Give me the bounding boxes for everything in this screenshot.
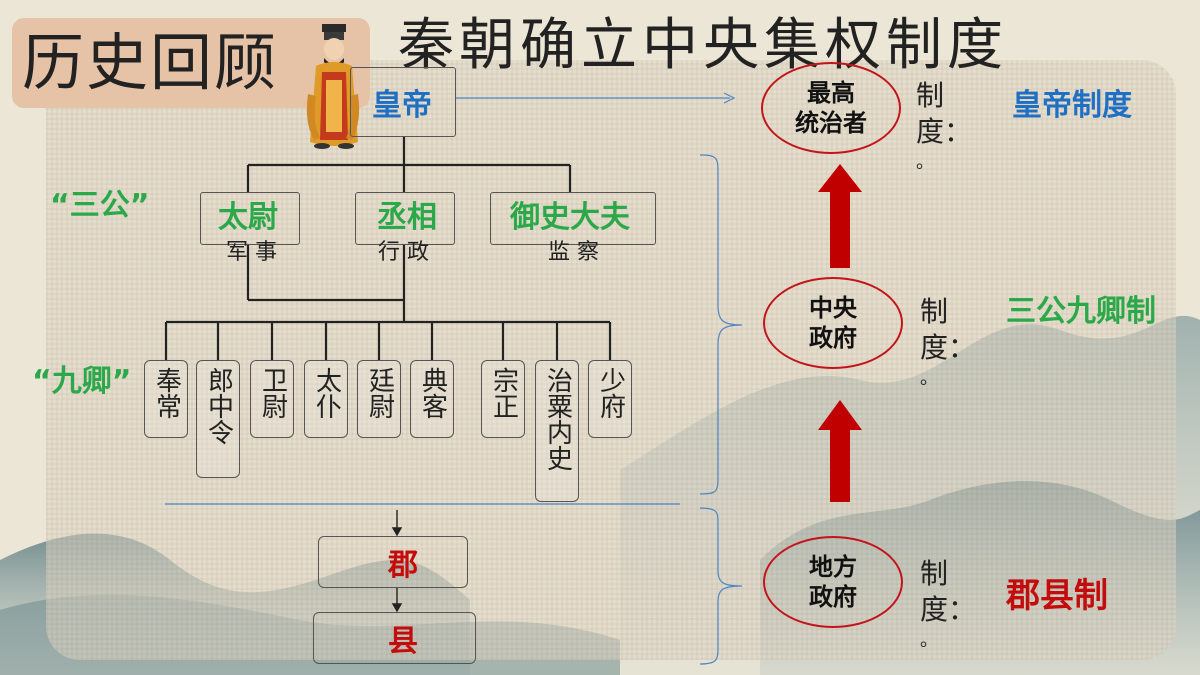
san-gong-name-yushidafu: 御史大夫 — [510, 200, 630, 235]
system-label-line: 度： — [916, 115, 973, 148]
jiu-qing-item: 卫尉 — [250, 360, 294, 438]
jiu-qing-item: 廷尉 — [357, 360, 401, 438]
system-label-line: 。 — [916, 152, 934, 173]
san-gong-duty-yushidafu: 监 察 — [548, 240, 599, 265]
system-name-emperor: 皇帝制度 — [1012, 88, 1132, 123]
system-name-sangong-jiuqing: 三公九卿制 — [1006, 294, 1156, 329]
jiu-qing-item-text: 郎中令 — [203, 367, 234, 445]
emperor-box — [350, 67, 456, 137]
jiu-qing-item: 典客 — [410, 360, 454, 438]
jiu-qing-item: 治粟内史 — [535, 360, 579, 502]
emperor-illustration-icon — [306, 24, 360, 149]
jiu-qing-item-text: 少府 — [595, 367, 626, 419]
system-label-2: 制 度： 。 — [920, 294, 976, 392]
jiu-qing-item-text: 太仆 — [311, 367, 342, 419]
system-label-line: 。 — [920, 630, 938, 651]
jiu-qing-item: 奉常 — [144, 360, 188, 438]
jiu-qing-item-text: 卫尉 — [257, 367, 288, 419]
xian-label: 县 — [388, 624, 418, 659]
section-tag-text: 历史回顾 — [22, 26, 279, 99]
jiu-qing-item: 郎中令 — [196, 360, 240, 478]
system-label-line: 制 — [920, 295, 949, 328]
circle-supreme-ruler: 最高 统治者 — [761, 62, 901, 154]
jiu-qing-item: 少府 — [588, 360, 632, 438]
page-title: 秦朝确立中央集权制度 — [398, 13, 1008, 78]
circle-supreme-ruler-text: 最高 统治者 — [795, 79, 867, 137]
jun-label: 郡 — [388, 548, 418, 583]
jiu-qing-label: “九卿” — [32, 364, 132, 399]
system-label-line: 。 — [920, 368, 938, 389]
san-gong-box-yushidafu — [490, 192, 656, 245]
circle-central-government-text: 中央 政府 — [809, 294, 857, 352]
jiu-qing-item-text: 典客 — [417, 367, 448, 419]
system-label-3: 制 度： 。 — [920, 556, 976, 654]
jiu-qing-item: 宗正 — [481, 360, 525, 438]
san-gong-name-taiwei: 太尉 — [218, 200, 278, 235]
jiu-qing-item-text: 廷尉 — [364, 367, 395, 419]
san-gong-duty-chengxiang: 行 政 — [378, 240, 429, 265]
san-gong-label: “三公” — [50, 188, 150, 223]
san-gong-name-chengxiang: 丞相 — [377, 200, 437, 235]
san-gong-box-taiwei — [200, 192, 300, 245]
jiu-qing-item-text: 奉常 — [151, 367, 182, 419]
system-name-junxian: 郡县制 — [1006, 576, 1108, 616]
jun-box — [318, 536, 468, 588]
xian-box — [313, 612, 476, 664]
emperor-label: 皇帝 — [372, 88, 432, 123]
system-label-line: 制 — [916, 79, 945, 112]
system-label-line: 度： — [920, 593, 977, 626]
section-tag — [12, 18, 370, 108]
circle-central-government: 中央 政府 — [763, 277, 903, 369]
jiu-qing-item: 太仆 — [304, 360, 348, 438]
circle-local-government: 地方 政府 — [763, 536, 903, 628]
system-label-line: 度： — [920, 331, 977, 364]
jiu-qing-item-text: 宗正 — [488, 367, 519, 419]
san-gong-duty-taiwei: 军 事 — [226, 240, 277, 265]
jiu-qing-item-text: 治粟内史 — [542, 367, 573, 471]
system-label-1: 制 度： 。 — [916, 78, 972, 176]
system-label-line: 制 — [920, 557, 949, 590]
circle-local-government-text: 地方 政府 — [809, 553, 857, 611]
san-gong-box-chengxiang — [355, 192, 455, 245]
